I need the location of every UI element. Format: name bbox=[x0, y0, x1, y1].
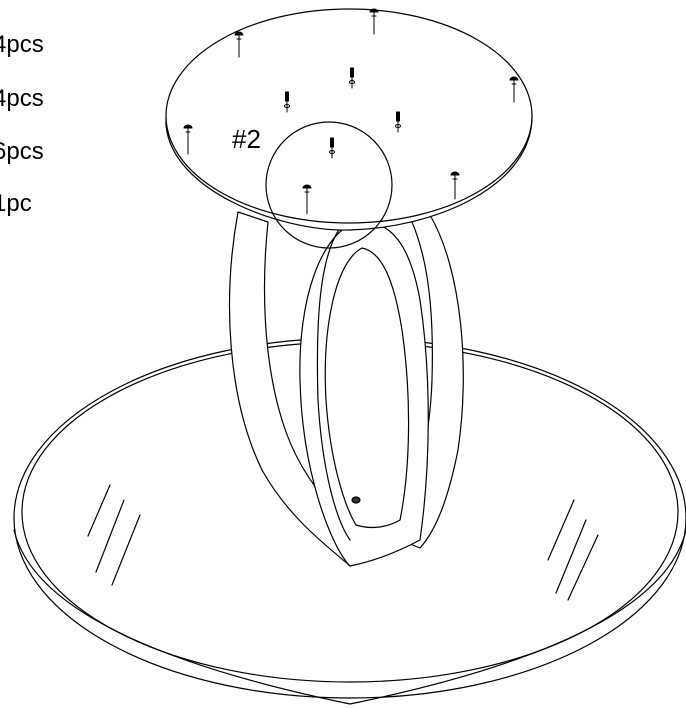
parts-list-quantity: 4pcs bbox=[0, 85, 44, 112]
pedestal-ring-edge bbox=[316, 227, 351, 541]
glass-reflection-mark bbox=[555, 519, 587, 594]
screw bbox=[349, 67, 355, 89]
screw bbox=[302, 184, 312, 215]
top-tabletop bbox=[165, 8, 533, 231]
screw bbox=[450, 171, 460, 200]
pedestal-bolt-hole bbox=[351, 496, 361, 504]
parts-list: 4pcs 4pcs 6pcs 1pc bbox=[0, 0, 80, 230]
glass-reflection-mark bbox=[95, 499, 125, 573]
pedestal-front-ring-inner bbox=[324, 247, 410, 529]
detail-callout-label: #2 bbox=[232, 124, 261, 154]
screw bbox=[509, 76, 519, 103]
glass-reflection-mark bbox=[547, 499, 575, 561]
parts-list-quantity: 6pcs bbox=[0, 138, 44, 165]
detail-callout-circle bbox=[265, 121, 393, 249]
screw bbox=[234, 31, 244, 58]
glass-reflection-mark bbox=[111, 514, 141, 586]
ring-pedestal bbox=[228, 211, 464, 567]
screw bbox=[183, 124, 193, 155]
parts-list-quantity: 1pc bbox=[0, 190, 32, 217]
screw bbox=[369, 8, 379, 35]
glass-base-thickness bbox=[13, 529, 686, 705]
glass-reflection-mark bbox=[87, 484, 111, 537]
screw bbox=[284, 91, 290, 113]
screw bbox=[329, 137, 335, 159]
screws bbox=[183, 8, 519, 215]
parts-list-quantity: 4pcs bbox=[0, 31, 44, 58]
screw bbox=[395, 111, 401, 133]
glass-reflection-mark bbox=[567, 534, 599, 601]
top-tabletop-surface bbox=[165, 8, 533, 224]
